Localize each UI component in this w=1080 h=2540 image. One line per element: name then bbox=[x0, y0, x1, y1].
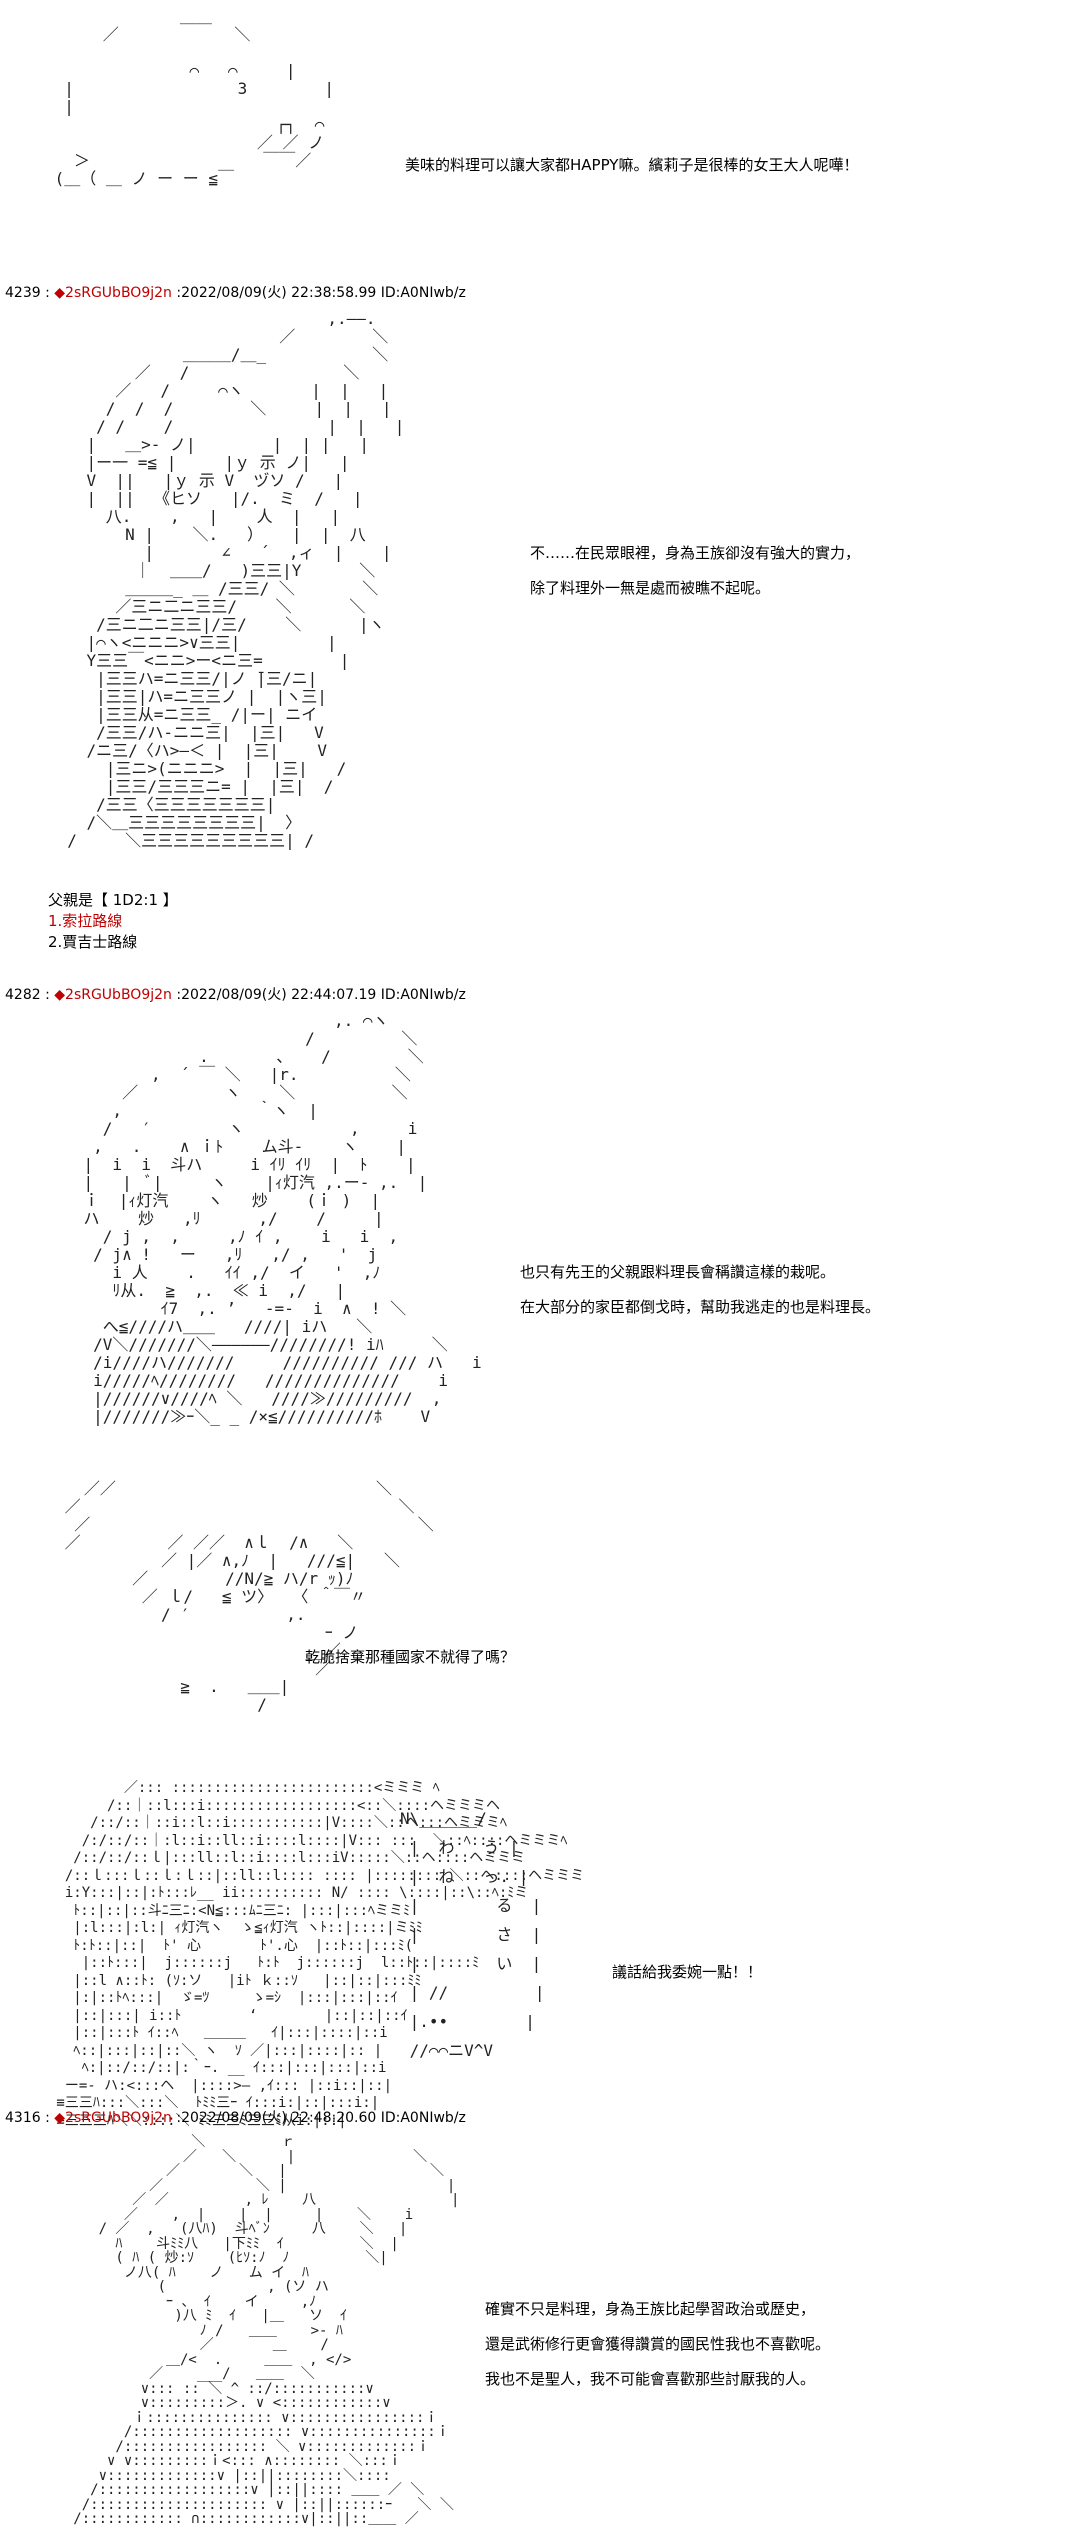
post-trip: ◆2sRGUbBO9j2n bbox=[54, 285, 172, 301]
vote-option-1: 1.索拉路線 bbox=[48, 912, 123, 930]
post-trip: ◆2sRGUbBO9j2n bbox=[54, 987, 172, 1003]
vote-title: 父親是【 1D2:1 】 bbox=[48, 891, 178, 909]
vote-block: 父親是【 1D2:1 】 1.索拉路線 2.賈吉士路線 bbox=[48, 890, 178, 953]
ascii-art-1: ＿＿ ／ ＼ ⌒ ⌒ | | 3 | | ┌┐ ⌒ ／ ／ ノ ＞ ￣￣／ (＿… bbox=[54, 7, 334, 188]
ascii-art-6: ＼ ｒ ／ ＼ | ＼ ／ ＼ | ＼ ／ ＼ | | ／ ／ , ﾚ 八 | bbox=[73, 2134, 460, 2527]
vote-option-2: 2.賈吉士路線 bbox=[48, 933, 138, 951]
dialog-2: 不……在民眾眼裡，身為王族卻沒有強大的實力， 除了料理外一無是處而被瞧不起呢。 bbox=[530, 544, 861, 597]
post-trip: ◆2sRGUbBO9j2n bbox=[54, 2110, 172, 2126]
dialog-5: 議話給我委婉一點！！ bbox=[612, 1963, 763, 1981]
ascii-art-2: ,.――. ／ ＼ ＿＿＿/＿_ ＼ ／ / ＼ ／ / ⌒ヽ | | | / … bbox=[67, 309, 405, 850]
dialog-3: 也只有先王的父親跟料理長會稱讚這樣的栽呢。 在大部分的家臣都倒戈時，幫助我逃走的… bbox=[520, 1263, 881, 1316]
post-date: :2022/08/09(火) 22:38:58.99 ID:A0NIwb/z bbox=[176, 285, 466, 301]
ascii-art-5: ／::: ::::::::::::::::::::::::<ミミミ ﾍ /::｜… bbox=[56, 1780, 585, 2129]
dialog-1: 美味的料理可以讓大家都HAPPY嘛。繽莉子是很棒的女王大人呢嘩！ bbox=[405, 156, 859, 174]
post-date: :2022/08/09(火) 22:48:20.60 ID:A0NIwb/z bbox=[176, 2110, 466, 2126]
post-number: 4282 bbox=[5, 987, 41, 1003]
speech-bubble-vertical: N\______/ | わ う | | ね っ. | | る | | さ | |… bbox=[400, 1809, 545, 2060]
post-number: 4239 bbox=[5, 285, 41, 301]
post-header-4239: 4239 : ◆2sRGUbBO9j2n :2022/08/09(火) 22:3… bbox=[5, 285, 466, 301]
post-header-4282: 4282 : ◆2sRGUbBO9j2n :2022/08/09(火) 22:4… bbox=[5, 987, 466, 1003]
post-date: :2022/08/09(火) 22:44:07.19 ID:A0NIwb/z bbox=[176, 987, 466, 1003]
ascii-art-3: ,. ⌒ヽ / ＼ . 、 / ＼ , ´ ￣ ＼ |r. ＼ ／ ヽ ＼ ＼ … bbox=[83, 1011, 482, 1426]
post-header-4316: 4316 : ◆2sRGUbBO9j2n :2022/08/09(火) 22:4… bbox=[5, 2110, 466, 2126]
dialog-4: 乾脆捨棄那種國家不就得了嗎？ bbox=[305, 1648, 516, 1666]
ascii-art-4: ／／ ＼ ／ ＼ ／ ＼ ／ ／ ／／ ∧ｌ /∧ ＼ ／ |／ ∧,ﾉ | /… bbox=[64, 1479, 434, 1714]
post-number: 4316 bbox=[5, 2110, 41, 2126]
dialog-6: 確實不只是料理，身為王族比起學習政治或歷史， 還是武術修行更會獲得讚賞的國民性我… bbox=[485, 2300, 831, 2388]
